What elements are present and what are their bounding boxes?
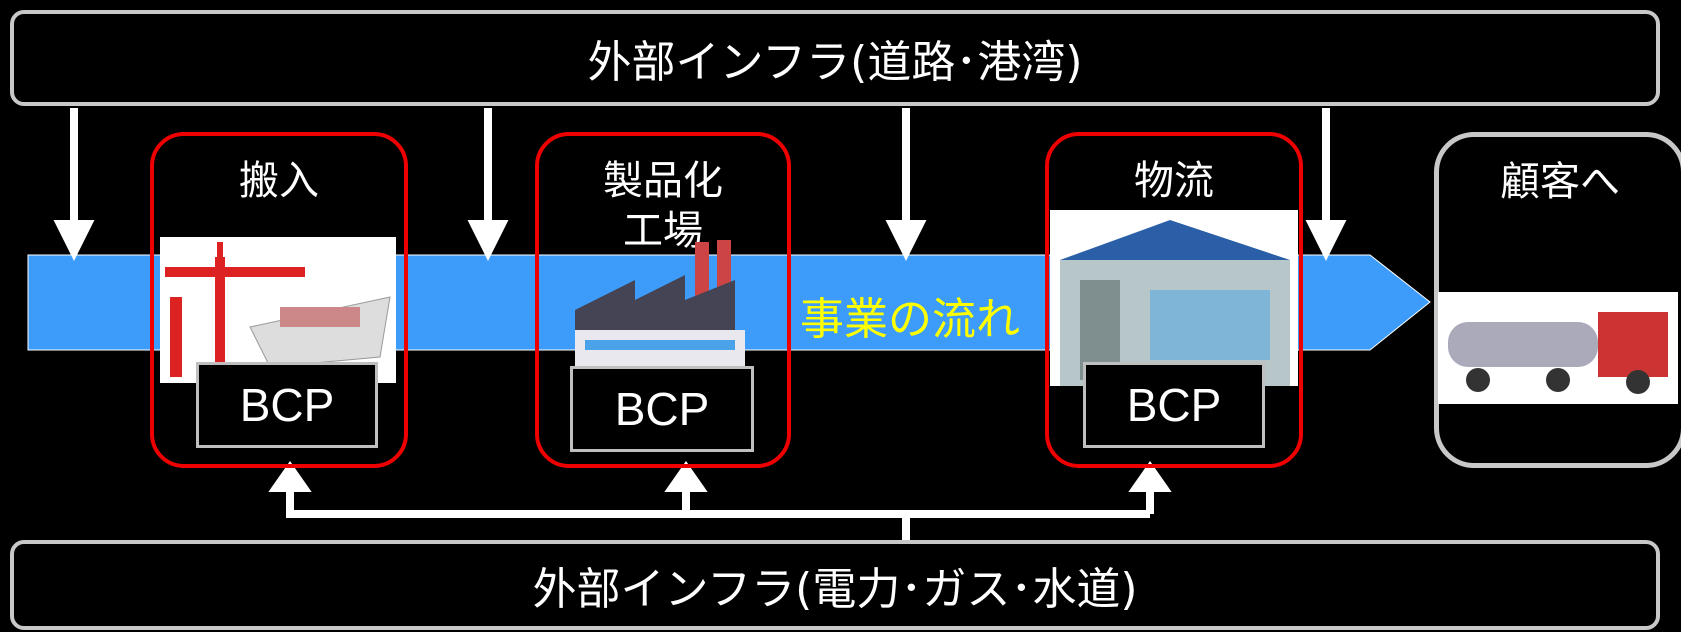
bottom-infra-box: 外部インフラ(電力･ガス･水道) <box>10 540 1660 630</box>
bcp-label: BCP <box>614 383 710 435</box>
stage-factory-label: 製品化 工場 <box>603 158 723 254</box>
top-infra-box: 外部インフラ(道路･港湾) <box>10 10 1660 106</box>
bcp-label: BCP <box>1126 379 1222 431</box>
warehouse-icon <box>1050 210 1298 386</box>
customer-label: 顧客へ <box>1500 159 1620 205</box>
bcp-box-factory: BCP <box>570 366 754 452</box>
customer-box: 顧客へ <box>1434 132 1681 468</box>
business-flow-label: 事業の流れ <box>800 294 1020 345</box>
bottom-infra-connectors <box>268 461 1172 540</box>
top-infra-label: 外部インフラ(道路･港湾) <box>587 37 1083 88</box>
tanker-truck-icon <box>1438 292 1678 404</box>
stage-intake: 搬入 <box>150 132 408 468</box>
bcp-box-intake: BCP <box>196 362 378 448</box>
bcp-box-warehouse: BCP <box>1083 362 1265 448</box>
bottom-infra-label: 外部インフラ(電力･ガス･水道) <box>532 564 1138 615</box>
top-infra-arrows <box>53 108 1347 261</box>
stage-intake-label: 搬入 <box>239 158 319 204</box>
port-crane-ship-icon <box>160 237 396 383</box>
bcp-label: BCP <box>239 379 335 431</box>
factory-icon <box>565 240 755 370</box>
stage-factory: 製品化 工場 <box>535 132 791 468</box>
